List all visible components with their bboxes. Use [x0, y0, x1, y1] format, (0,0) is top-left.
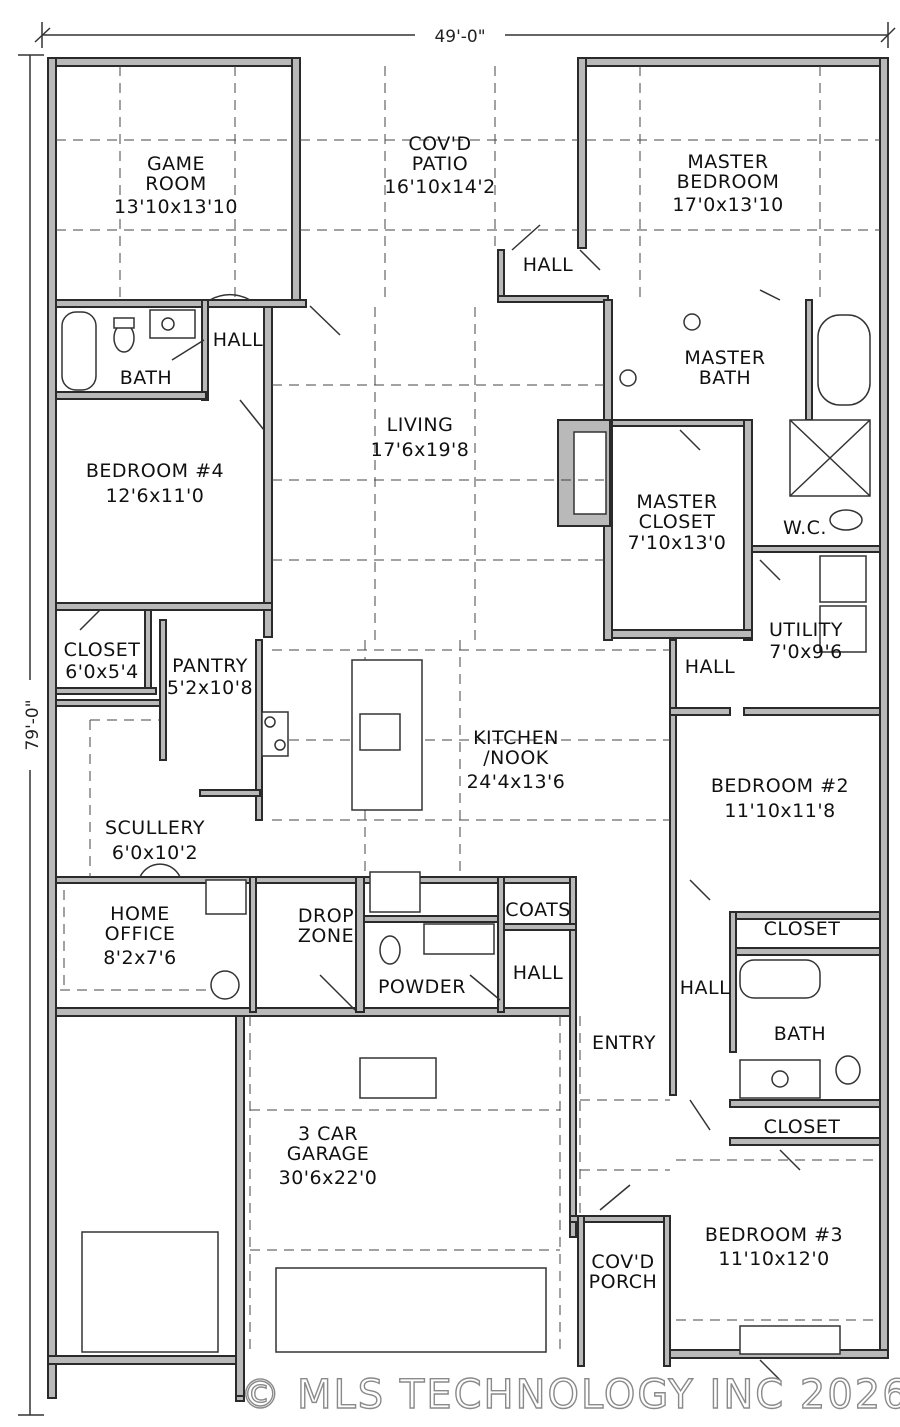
washer-icon: [819, 555, 867, 603]
hall-patio-label: HALL: [523, 254, 573, 276]
powder-sink-icon: [423, 923, 495, 955]
pantry-name: PANTRY: [172, 655, 248, 677]
hall-coats-label: HALL: [513, 962, 563, 984]
width-dimension: 49'-0": [34, 22, 896, 48]
bedroom-3-name: BEDROOM #3: [705, 1224, 843, 1246]
closet-3-label: CLOSET: [764, 1116, 841, 1138]
width-label: 49'-0": [434, 27, 485, 47]
coats-label: COATS: [505, 899, 571, 921]
bedroom-3-size: 11'10x12'0: [718, 1248, 829, 1270]
hall-upper-label: HALL: [213, 329, 263, 351]
dryer-icon: [819, 605, 867, 653]
covd-patio-size: 16'10x14'2: [384, 176, 495, 198]
closet-4-size: 6'0x5'4: [65, 661, 139, 683]
bedroom-4-name: BEDROOM #4: [86, 460, 224, 482]
depth-dimension: 79'-0": [16, 54, 44, 1416]
master-tub-icon: [817, 314, 871, 406]
bath-upper-label: BATH: [120, 367, 172, 389]
garage-door-2: [275, 1267, 547, 1353]
fridge-icon: [205, 879, 247, 915]
kitchen-size: 24'4x13'6: [467, 771, 566, 793]
garage-fixture: [359, 1057, 437, 1099]
ceiling-lines: [56, 66, 880, 1350]
home-office-size: 8'2x7'6: [103, 947, 177, 969]
bathtub-icon: [61, 311, 97, 391]
bed-bathtub-icon: [739, 959, 821, 999]
living-name: LIVING: [387, 414, 454, 436]
kitchen-name: KITCHEN/NOOK: [473, 727, 559, 769]
exterior-walls: [47, 57, 889, 1402]
utility-name: UTILITY: [769, 619, 843, 641]
entry-label: ENTRY: [592, 1032, 656, 1054]
powder-toilet-icon: [379, 935, 401, 965]
closet-2-label: CLOSET: [764, 918, 841, 940]
scullery-size: 6'0x10'2: [112, 842, 198, 864]
garage-door-1: [81, 1231, 219, 1353]
utility-size: 7'0x9'6: [769, 641, 843, 663]
bedroom-4-size: 12'6x11'0: [106, 485, 205, 507]
closet-4-name: CLOSET: [64, 639, 141, 661]
pantry-size: 5'2x10'8: [167, 677, 253, 699]
wc-toilet-icon: [829, 509, 863, 531]
living-size: 17'6x19'8: [371, 439, 470, 461]
doors: [79, 224, 801, 1381]
master-bedroom-size: 17'0x13'10: [672, 194, 783, 216]
front-window: [739, 1325, 841, 1355]
wc-label: W.C.: [783, 517, 827, 539]
bedroom-2-name: BEDROOM #2: [711, 775, 849, 797]
garage-size: 30'6x22'0: [279, 1167, 378, 1189]
hall-utility-label: HALL: [685, 656, 735, 678]
master-closet-size: 7'10x13'0: [628, 532, 727, 554]
game-room-size: 13'10x13'10: [114, 196, 238, 218]
master-sink-icon: [683, 313, 701, 331]
range-icon: [369, 871, 421, 913]
watermark: © MLS TECHNOLOGY INC 2026: [240, 1372, 900, 1418]
fixtures: [61, 309, 871, 1355]
scullery-name: SCULLERY: [105, 817, 205, 839]
depth-label: 79'-0": [23, 699, 43, 750]
hall-beds-label: HALL: [680, 977, 730, 999]
powder-label: POWDER: [378, 976, 466, 998]
water-heater-icon: [210, 970, 240, 1000]
bath-beds-label: BATH: [774, 1023, 826, 1045]
kitchen-sink-icon: [359, 713, 401, 751]
bedroom-2-size: 11'10x11'8: [724, 800, 835, 822]
interior-walls: [55, 249, 881, 1397]
bed-toilet-icon: [835, 1055, 861, 1085]
